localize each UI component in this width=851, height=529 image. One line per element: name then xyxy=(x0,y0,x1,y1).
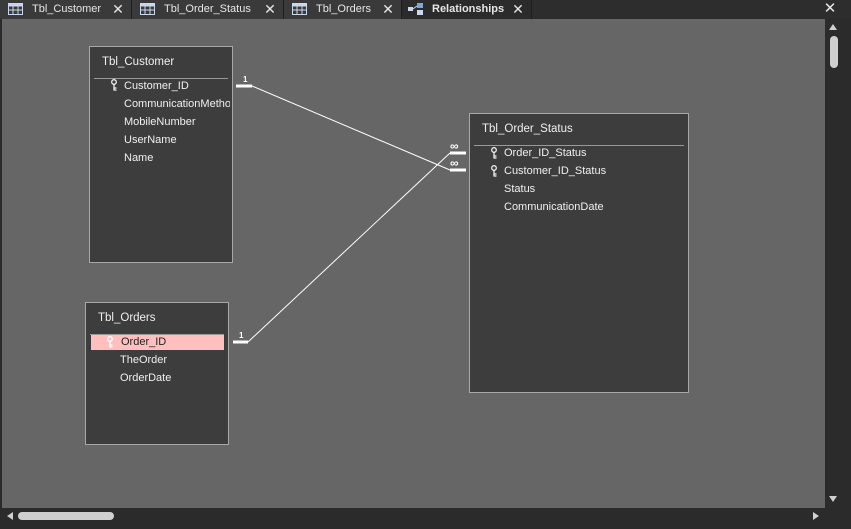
tab-label: Tbl_Orders xyxy=(316,3,372,15)
field-user-name[interactable]: UserName xyxy=(124,134,177,146)
close-icon[interactable]: ✕ xyxy=(112,1,124,17)
horizontal-scroll-thumb[interactable] xyxy=(18,512,114,520)
field-mobile-number[interactable]: MobileNumber xyxy=(124,116,196,128)
scroll-down-icon[interactable] xyxy=(829,496,837,502)
field-communication-date[interactable]: CommunicationDate xyxy=(504,201,604,213)
tab-relationships[interactable]: Relationships ✕ xyxy=(402,0,532,19)
vertical-scrollbar[interactable] xyxy=(825,19,841,508)
primary-key-icon xyxy=(491,165,497,177)
tab-label: Tbl_Customer xyxy=(32,3,102,15)
table-title: Tbl_Customer xyxy=(102,56,175,68)
field-customer-id-status[interactable]: Customer_ID_Status xyxy=(504,165,607,177)
close-icon[interactable]: ✕ xyxy=(382,1,394,17)
scroll-right-icon[interactable] xyxy=(813,512,819,520)
primary-key-icon xyxy=(491,147,497,159)
cardinality-many-label: ∞ xyxy=(450,139,459,153)
table-icon xyxy=(292,3,307,15)
field-order-date[interactable]: OrderDate xyxy=(120,372,172,384)
primary-key-icon xyxy=(107,336,113,348)
table-icon xyxy=(140,3,155,15)
cardinality-one-label: 1 xyxy=(243,75,248,84)
cardinality-one-label: 1 xyxy=(239,331,244,340)
primary-key-icon xyxy=(111,79,117,91)
relationship-customer-order-status[interactable] xyxy=(236,84,466,172)
table-title: Tbl_Orders xyxy=(98,312,156,324)
relationship-orders-order-status[interactable] xyxy=(233,151,466,344)
field-communication-method[interactable]: CommunicationMethod xyxy=(124,98,230,110)
vertical-scroll-thumb[interactable] xyxy=(830,36,838,68)
scrollbar-corner xyxy=(825,508,841,524)
scroll-up-icon[interactable] xyxy=(829,24,837,30)
field-label: Order_ID xyxy=(121,336,167,348)
title-divider xyxy=(90,334,224,335)
field-order-id-selected[interactable]: Order_ID xyxy=(91,335,224,350)
scroll-left-icon[interactable] xyxy=(7,512,13,520)
table-box-tbl-order-status[interactable]: Tbl_Order_Status Order_ID_Status Custome… xyxy=(469,113,689,393)
tab-label: Relationships xyxy=(432,3,505,15)
cardinality-many-label: ∞ xyxy=(450,156,459,170)
tab-tbl-orders[interactable]: Tbl_Orders ✕ xyxy=(284,0,402,19)
title-divider xyxy=(474,145,684,146)
table-title: Tbl_Order_Status xyxy=(482,123,573,135)
relationships-canvas[interactable]: 1 1 ∞ ∞ Tbl_Customer Customer_ID Communi… xyxy=(2,19,825,508)
title-divider xyxy=(94,78,228,79)
close-document-icon[interactable]: ✕ xyxy=(823,0,837,17)
document-tab-bar: Tbl_Customer ✕ Tbl_Order_Status ✕ Tbl_Or… xyxy=(0,0,851,19)
field-name[interactable]: Name xyxy=(124,152,154,164)
relationship-lines: 1 1 ∞ ∞ xyxy=(233,75,466,344)
tab-tbl-order-status[interactable]: Tbl_Order_Status ✕ xyxy=(132,0,284,19)
table-icon xyxy=(8,3,23,15)
horizontal-scrollbar[interactable] xyxy=(2,508,825,524)
close-icon[interactable]: ✕ xyxy=(512,1,524,17)
field-customer-id[interactable]: Customer_ID xyxy=(124,80,189,92)
relationships-icon xyxy=(408,3,423,15)
tab-tbl-customer[interactable]: Tbl_Customer ✕ xyxy=(0,0,132,19)
field-the-order[interactable]: TheOrder xyxy=(120,354,168,366)
tab-label: Tbl_Order_Status xyxy=(164,3,251,15)
table-box-tbl-orders[interactable]: Tbl_Orders Order_ID TheOrder OrderDate xyxy=(85,302,229,445)
table-box-tbl-customer[interactable]: Tbl_Customer Customer_ID CommunicationMe… xyxy=(89,46,233,263)
close-icon[interactable]: ✕ xyxy=(264,1,276,17)
field-order-id-status[interactable]: Order_ID_Status xyxy=(504,147,587,159)
field-status[interactable]: Status xyxy=(504,183,536,195)
